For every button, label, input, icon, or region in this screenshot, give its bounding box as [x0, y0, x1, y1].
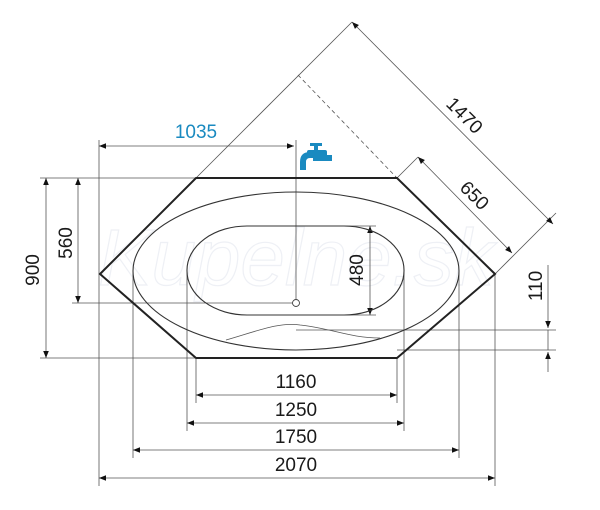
dim-diagonal-overall: 1470: [442, 94, 487, 139]
dim-basin-width: 480: [347, 254, 368, 286]
dim-height-to-drain: 560: [56, 227, 77, 259]
dim-step: 110: [526, 271, 547, 301]
dimension-lines: [43, 21, 554, 481]
rim-ellipse: [132, 191, 460, 351]
basin-outline: [186, 225, 405, 316]
dim-overall-length: 2070: [275, 455, 317, 476]
tub-outline: [98, 177, 497, 359]
dim-bottom-edge: 1160: [276, 372, 317, 393]
faucet-icon: [300, 143, 332, 170]
dim-diagonal-side: 650: [455, 177, 492, 214]
drain-icon: [292, 299, 300, 307]
dim-rim-length: 1750: [275, 427, 317, 448]
dim-height-total: 900: [23, 254, 44, 286]
dim-faucet-offset: 1035: [175, 122, 217, 143]
dim-basin-length: 1250: [275, 400, 317, 421]
backrest-curve: [225, 323, 381, 341]
